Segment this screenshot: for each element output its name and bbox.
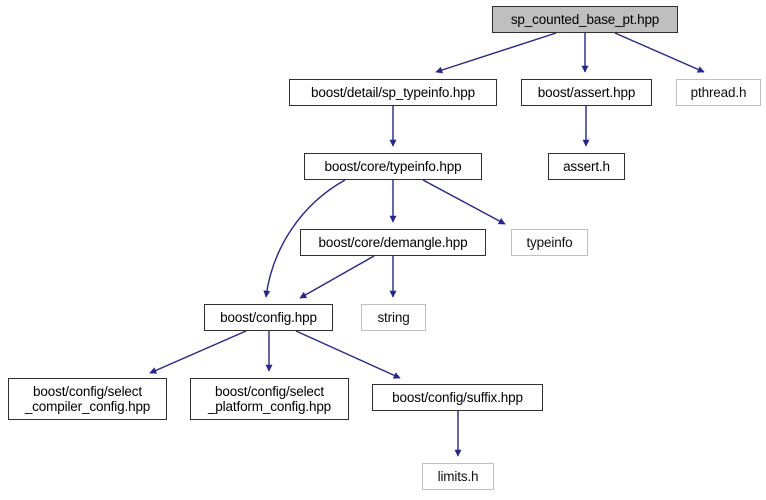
graph-node-sp_typeinfo[interactable]: boost/detail/sp_typeinfo.hpp — [289, 79, 497, 106]
graph-node-select_platform_config[interactable]: boost/config/select _platform_config.hpp — [190, 378, 349, 420]
graph-node-label: boost/config/suffix.hpp — [392, 390, 523, 405]
graph-edge-core_demangle-to-config_hpp — [299, 255, 375, 299]
graph-node-string_sys[interactable]: string — [361, 304, 426, 331]
graph-node-core_demangle[interactable]: boost/core/demangle.hpp — [300, 229, 486, 256]
graph-node-label: boost/config/select _compiler_config.hpp — [24, 384, 151, 414]
graph-node-label: boost/core/typeinfo.hpp — [324, 159, 462, 174]
graph-node-pthread_h[interactable]: pthread.h — [676, 79, 761, 106]
graph-node-label: sp_counted_base_pt.hpp — [510, 12, 660, 27]
graph-node-label: pthread.h — [690, 85, 747, 100]
graph-node-select_compiler_config[interactable]: boost/config/select _compiler_config.hpp — [8, 378, 167, 420]
graph-node-label: boost/core/demangle.hpp — [318, 235, 468, 250]
graph-node-typeinfo_sys[interactable]: typeinfo — [511, 229, 588, 256]
graph-node-config_suffix[interactable]: boost/config/suffix.hpp — [372, 384, 543, 411]
graph-edge-core_typeinfo-to-typeinfo_sys — [422, 179, 506, 225]
graph-edge-config_hpp-to-config_suffix — [295, 330, 401, 379]
graph-node-assert_h[interactable]: assert.h — [548, 153, 625, 180]
graph-node-label: limits.h — [437, 469, 479, 484]
graph-node-label: boost/config.hpp — [220, 310, 317, 325]
graph-node-limits_h[interactable]: limits.h — [422, 463, 494, 490]
graph-edge-config_hpp-to-select_compiler_config — [149, 330, 247, 374]
graph-node-sp_counted_base_pt: sp_counted_base_pt.hpp — [492, 6, 678, 33]
graph-edge-sp_counted_base_pt-to-sp_typeinfo — [435, 32, 557, 74]
graph-node-core_typeinfo[interactable]: boost/core/typeinfo.hpp — [304, 153, 482, 180]
graph-edge-sp_counted_base_pt-to-pthread_h — [614, 32, 705, 73]
graph-node-label: assert.h — [563, 159, 610, 174]
graph-node-label: boost/config/select _platform_config.hpp — [207, 384, 332, 414]
graph-node-label: boost/assert.hpp — [537, 85, 636, 100]
graph-node-label: boost/detail/sp_typeinfo.hpp — [311, 85, 475, 100]
graph-node-assert_hpp[interactable]: boost/assert.hpp — [521, 79, 652, 106]
graph-node-config_hpp[interactable]: boost/config.hpp — [204, 304, 333, 331]
graph-node-label: typeinfo — [526, 235, 573, 250]
graph-node-label: string — [377, 310, 410, 325]
